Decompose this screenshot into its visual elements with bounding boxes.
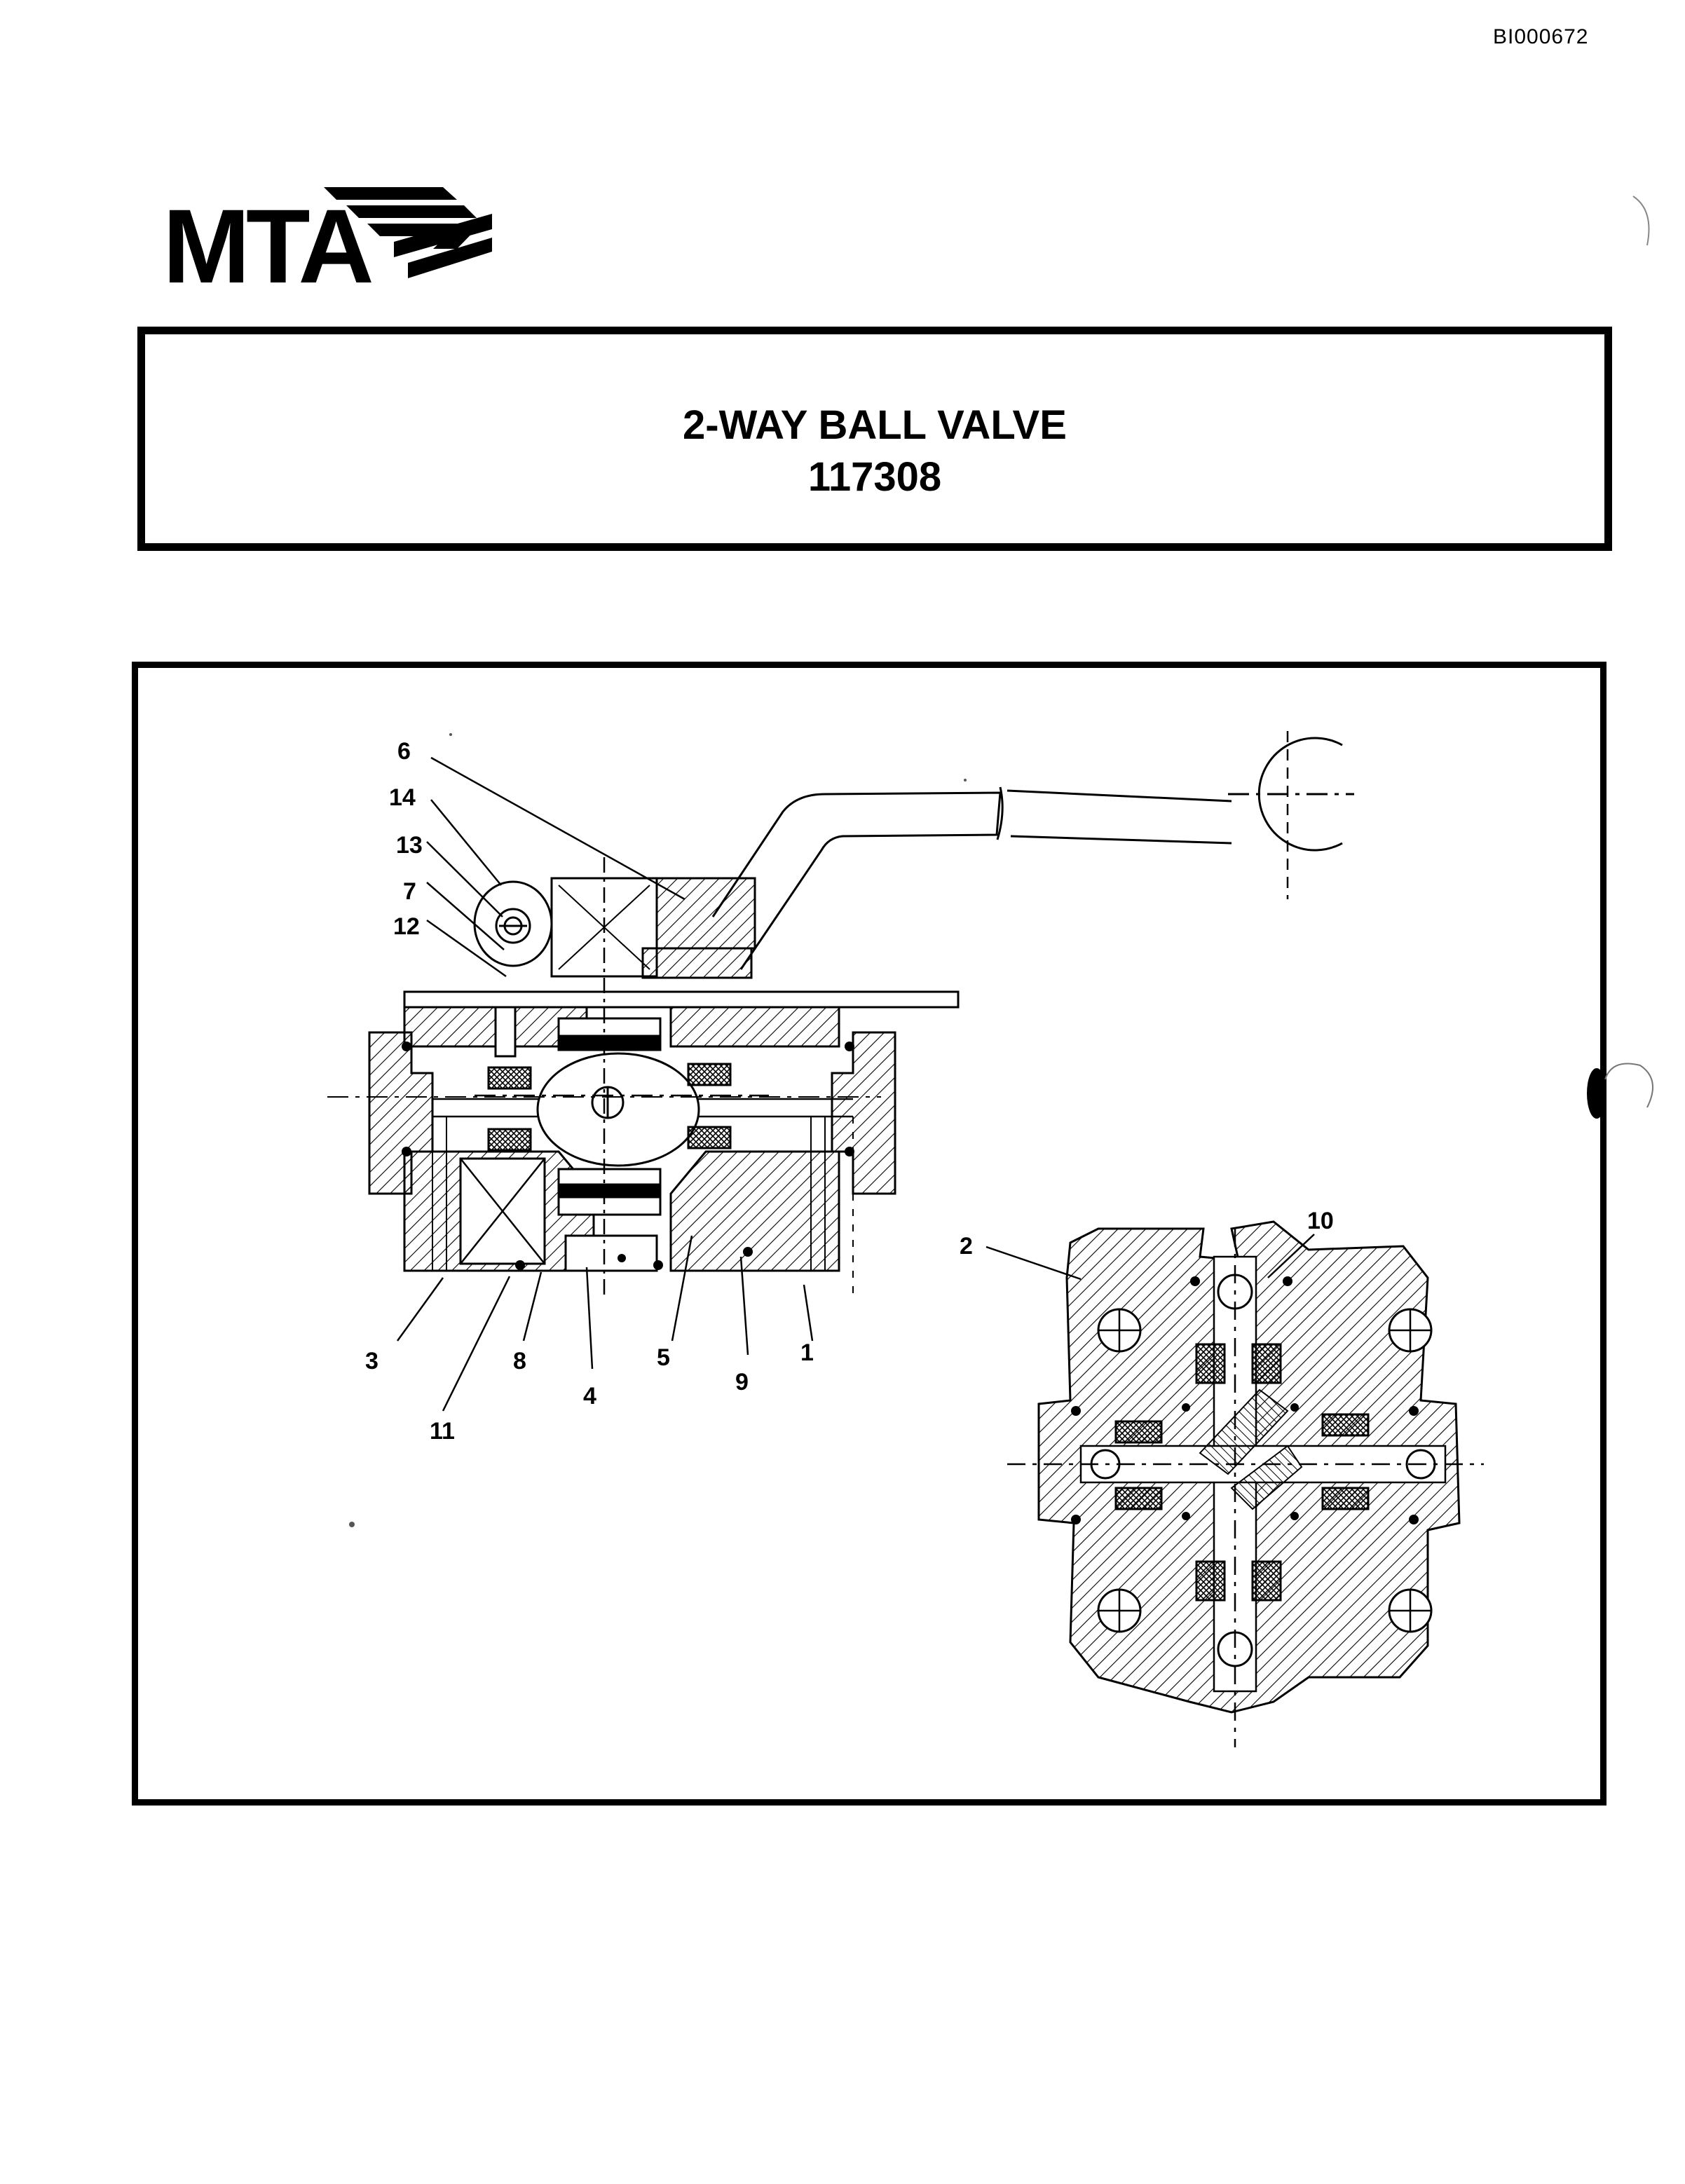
callout-12: 12	[393, 913, 420, 940]
technical-drawing-frame: 6 14 13 7 12 3 11 8 4 5 9 1	[132, 662, 1606, 1806]
callout-8: 8	[513, 1348, 526, 1374]
side-view-leaders	[396, 756, 814, 1412]
callout-9: 9	[735, 1369, 749, 1395]
callout-7: 7	[403, 878, 416, 905]
top-view-leaders	[985, 1234, 1315, 1281]
callout-13: 13	[396, 832, 423, 859]
callout-14: 14	[389, 784, 416, 811]
title-box: 2-WAY BALL VALVE 117308	[137, 327, 1612, 551]
top-section-view	[1007, 1220, 1484, 1747]
top-view-callouts: 2 10	[960, 1208, 1334, 1260]
callout-4: 4	[583, 1383, 596, 1410]
callout-10: 10	[1307, 1208, 1334, 1234]
scan-edge-artifact	[1587, 1063, 1653, 1119]
document-id: BI000672	[1493, 25, 1589, 48]
callout-2: 2	[960, 1233, 973, 1260]
scan-corner-artifact	[1632, 196, 1650, 246]
scan-specks	[349, 733, 967, 1527]
part-number: 117308	[807, 454, 942, 500]
callout-11: 11	[430, 1418, 455, 1445]
callout-5: 5	[657, 1344, 670, 1371]
document-title: 2-WAY BALL VALVE	[683, 402, 1067, 448]
callout-3: 3	[365, 1348, 378, 1374]
mta-logo: MTA	[163, 187, 492, 291]
logo-wordmark: MTA	[163, 187, 371, 291]
side-section-view	[327, 731, 1354, 1299]
logo-stripes	[324, 187, 492, 278]
callout-6: 6	[397, 738, 411, 765]
callout-1: 1	[800, 1339, 814, 1366]
ball-valve-drawing: 6 14 13 7 12 3 11 8 4 5 9 1	[327, 731, 1484, 1747]
side-view-callouts: 6 14 13 7 12 3 11 8 4 5 9 1	[365, 738, 814, 1445]
